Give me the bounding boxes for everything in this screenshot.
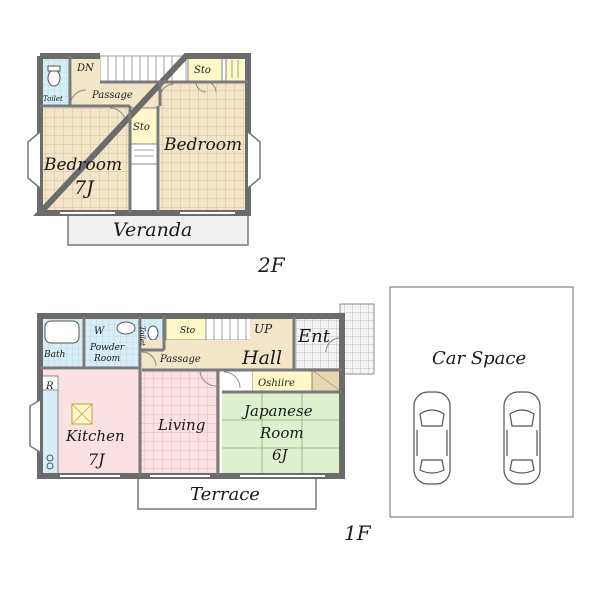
label-veranda: Veranda [113, 219, 192, 241]
label-kitchen-size: 7J [88, 450, 106, 469]
label-bedroom-right: Bedroom [163, 135, 242, 155]
label-up: UP [254, 322, 273, 336]
dn-area [72, 56, 100, 82]
car-space-area [389, 286, 574, 518]
bedroom-right-floor [160, 82, 248, 213]
label-sto-mid: Sto [133, 122, 150, 133]
label-japanese-1: Japanese [241, 402, 313, 420]
label-bedroom-left-size: 7J [74, 177, 95, 199]
label-terrace: Terrace [190, 484, 260, 505]
label-passage-1f: Passage [159, 354, 201, 365]
label-sto-top: Sto [194, 65, 211, 76]
japanese-room-floor [222, 392, 342, 476]
label-1f: 1F [344, 521, 372, 545]
terrace-area [137, 476, 317, 510]
floor-2f: DN Sto Toilet Passage Sto Bedroom 7J Bed… [27, 53, 286, 277]
label-w: W [94, 326, 105, 337]
car-icon-2 [503, 391, 541, 485]
label-toilet-2f: Toilet [43, 95, 63, 103]
label-powder-2: Room [93, 354, 120, 364]
toilet-2f-fixture [47, 69, 61, 87]
label-oshiire: Oshiire [258, 378, 295, 389]
label-sto-1f: Sto [180, 326, 196, 336]
label-powder-1: Powder [89, 343, 125, 353]
entrance-floor [294, 316, 340, 372]
label-japanese-2: Room [259, 424, 304, 442]
label-dn: DN [76, 63, 95, 74]
label-toilet-1f: Toilet [138, 326, 146, 346]
label-r: R [45, 381, 54, 392]
stairs-1f [205, 315, 255, 341]
car-space: Car Space [389, 286, 574, 518]
label-passage-2f: Passage [91, 90, 133, 101]
floor-1f: W Toilet Sto UP Ent Bath Powder Room Pas… [29, 303, 375, 545]
label-hall: Hall [241, 347, 282, 369]
veranda-area [67, 212, 249, 246]
label-bedroom-left: Bedroom [43, 155, 122, 175]
label-car-space: Car Space [432, 348, 526, 369]
label-living: Living [157, 416, 205, 434]
entrance-porch [339, 303, 375, 375]
label-japanese-size: 6J [272, 446, 289, 464]
hall-floor [142, 340, 294, 370]
living-floor [140, 370, 218, 476]
label-2f: 2F [257, 253, 286, 277]
label-bath: Bath [43, 350, 65, 360]
label-ent: Ent [297, 326, 331, 347]
car-icon-1 [413, 391, 451, 485]
label-kitchen: Kitchen [65, 427, 125, 445]
